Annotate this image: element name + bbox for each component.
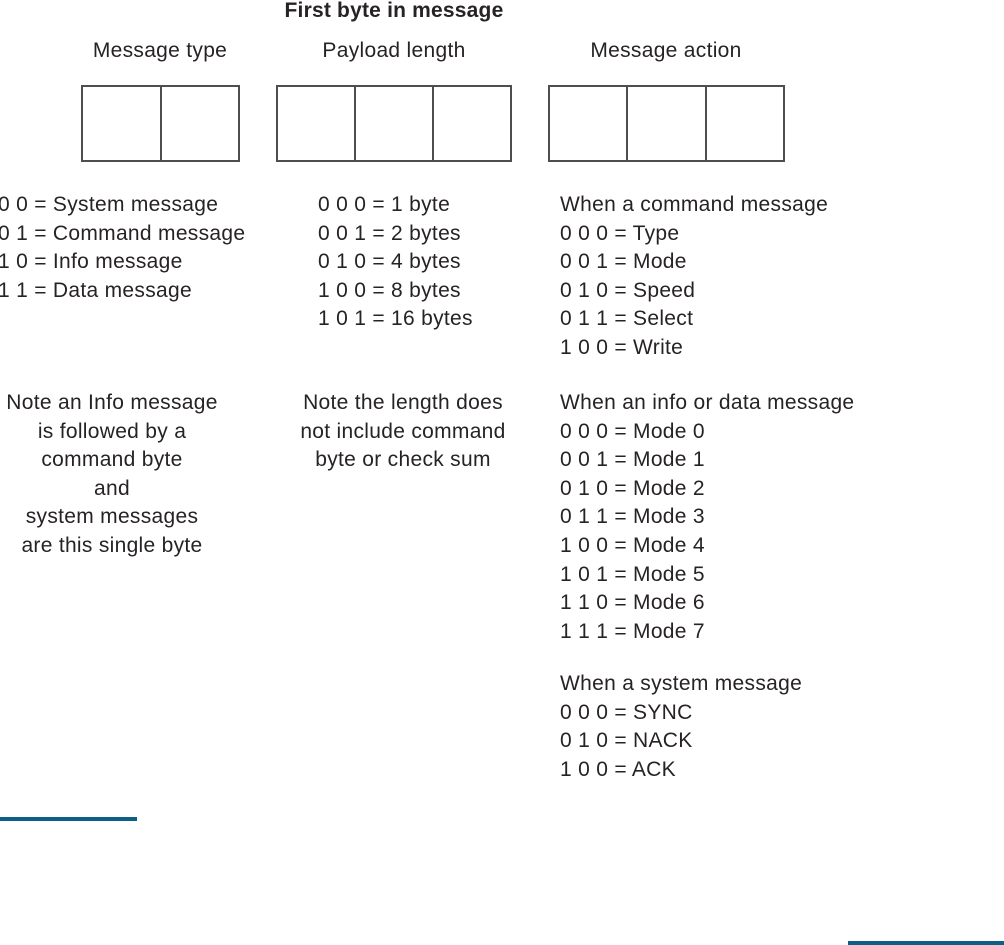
bit-cell bbox=[707, 87, 783, 160]
note-line: and bbox=[94, 476, 130, 500]
code-line: 0 1 1 = Mode 3 bbox=[560, 505, 705, 529]
code-line: 0 1 1 = Select bbox=[560, 307, 694, 331]
info-data-message-code-group: When an info or data message 0 0 0 = Mod… bbox=[560, 389, 854, 646]
figure-title: First byte in message bbox=[284, 0, 504, 22]
code-line: 0 0 0 = Type bbox=[560, 221, 680, 245]
bit-cell bbox=[628, 87, 707, 160]
group-heading: When a command message bbox=[560, 193, 829, 216]
code-line: 0 0 1 = Mode 1 bbox=[560, 448, 705, 472]
code-line: 0 1 0 = Mode 2 bbox=[560, 476, 705, 500]
message-type-note: Note an Info message is followed by a co… bbox=[0, 389, 262, 561]
code-line: 1 0 1 = 16 bytes bbox=[318, 307, 473, 331]
code-line: 1 0 = Info message bbox=[0, 250, 183, 274]
note-line: Note the length does bbox=[303, 391, 503, 414]
code-line: 1 1 = Data message bbox=[0, 278, 192, 302]
code-line: 0 0 = System message bbox=[0, 193, 219, 216]
note-line: command byte bbox=[41, 448, 183, 472]
bit-cell bbox=[83, 87, 162, 160]
code-line: 0 0 0 = Mode 0 bbox=[560, 419, 705, 443]
code-line: 0 0 1 = Mode bbox=[560, 250, 687, 274]
column-header-message-type: Message type bbox=[92, 39, 228, 62]
code-line: 0 0 0 = 1 byte bbox=[318, 193, 451, 216]
note-line: Note an Info message bbox=[6, 391, 218, 414]
bit-cell bbox=[434, 87, 510, 160]
code-line: 1 1 0 = Mode 6 bbox=[560, 591, 705, 615]
column-header-message-action: Message action bbox=[590, 39, 742, 62]
column-header-payload-length: Payload length bbox=[322, 39, 466, 62]
note-line: system messages bbox=[25, 505, 199, 529]
payload-length-note: Note the length does not include command… bbox=[253, 389, 553, 475]
note-line: are this single byte bbox=[21, 533, 203, 557]
payload-length-code-list: 0 0 0 = 1 byte 0 0 1 = 2 bytes 0 1 0 = 4… bbox=[318, 191, 473, 334]
code-line: 1 0 0 = ACK bbox=[560, 757, 676, 781]
bit-cell bbox=[278, 87, 356, 160]
group-heading: When an info or data message bbox=[560, 391, 855, 414]
bit-cell bbox=[162, 87, 239, 160]
code-line: 0 0 0 = SYNC bbox=[560, 700, 693, 724]
note-line: is followed by a bbox=[37, 419, 187, 443]
code-line: 1 1 1 = Mode 7 bbox=[560, 619, 705, 643]
code-line: 1 0 0 = Write bbox=[560, 335, 684, 359]
code-line: 1 0 0 = Mode 4 bbox=[560, 533, 705, 557]
bit-cell bbox=[550, 87, 629, 160]
note-line: not include command bbox=[300, 419, 506, 443]
message-type-code-list: 0 0 = System message 0 1 = Command messa… bbox=[0, 191, 245, 305]
bit-cell bbox=[356, 87, 434, 160]
message-action-bit-box bbox=[548, 85, 785, 162]
message-type-bit-box bbox=[81, 85, 240, 162]
code-line: 0 1 0 = NACK bbox=[560, 729, 693, 753]
code-line: 1 0 1 = Mode 5 bbox=[560, 562, 705, 586]
code-line: 0 1 0 = Speed bbox=[560, 278, 696, 302]
code-line: 0 1 0 = 4 bytes bbox=[318, 250, 461, 274]
accent-rule-bottom-left bbox=[0, 817, 137, 821]
payload-length-bit-box bbox=[276, 85, 512, 162]
code-line: 0 1 = Command message bbox=[0, 221, 246, 245]
command-message-code-group: When a command message 0 0 0 = Type 0 0 … bbox=[560, 191, 828, 363]
code-line: 1 0 0 = 8 bytes bbox=[318, 278, 461, 302]
note-line: byte or check sum bbox=[315, 448, 491, 472]
system-message-code-group: When a system message 0 0 0 = SYNC 0 1 0… bbox=[560, 670, 802, 784]
accent-rule-bottom-right bbox=[848, 941, 1004, 945]
code-line: 0 0 1 = 2 bytes bbox=[318, 221, 461, 245]
group-heading: When a system message bbox=[560, 672, 803, 695]
